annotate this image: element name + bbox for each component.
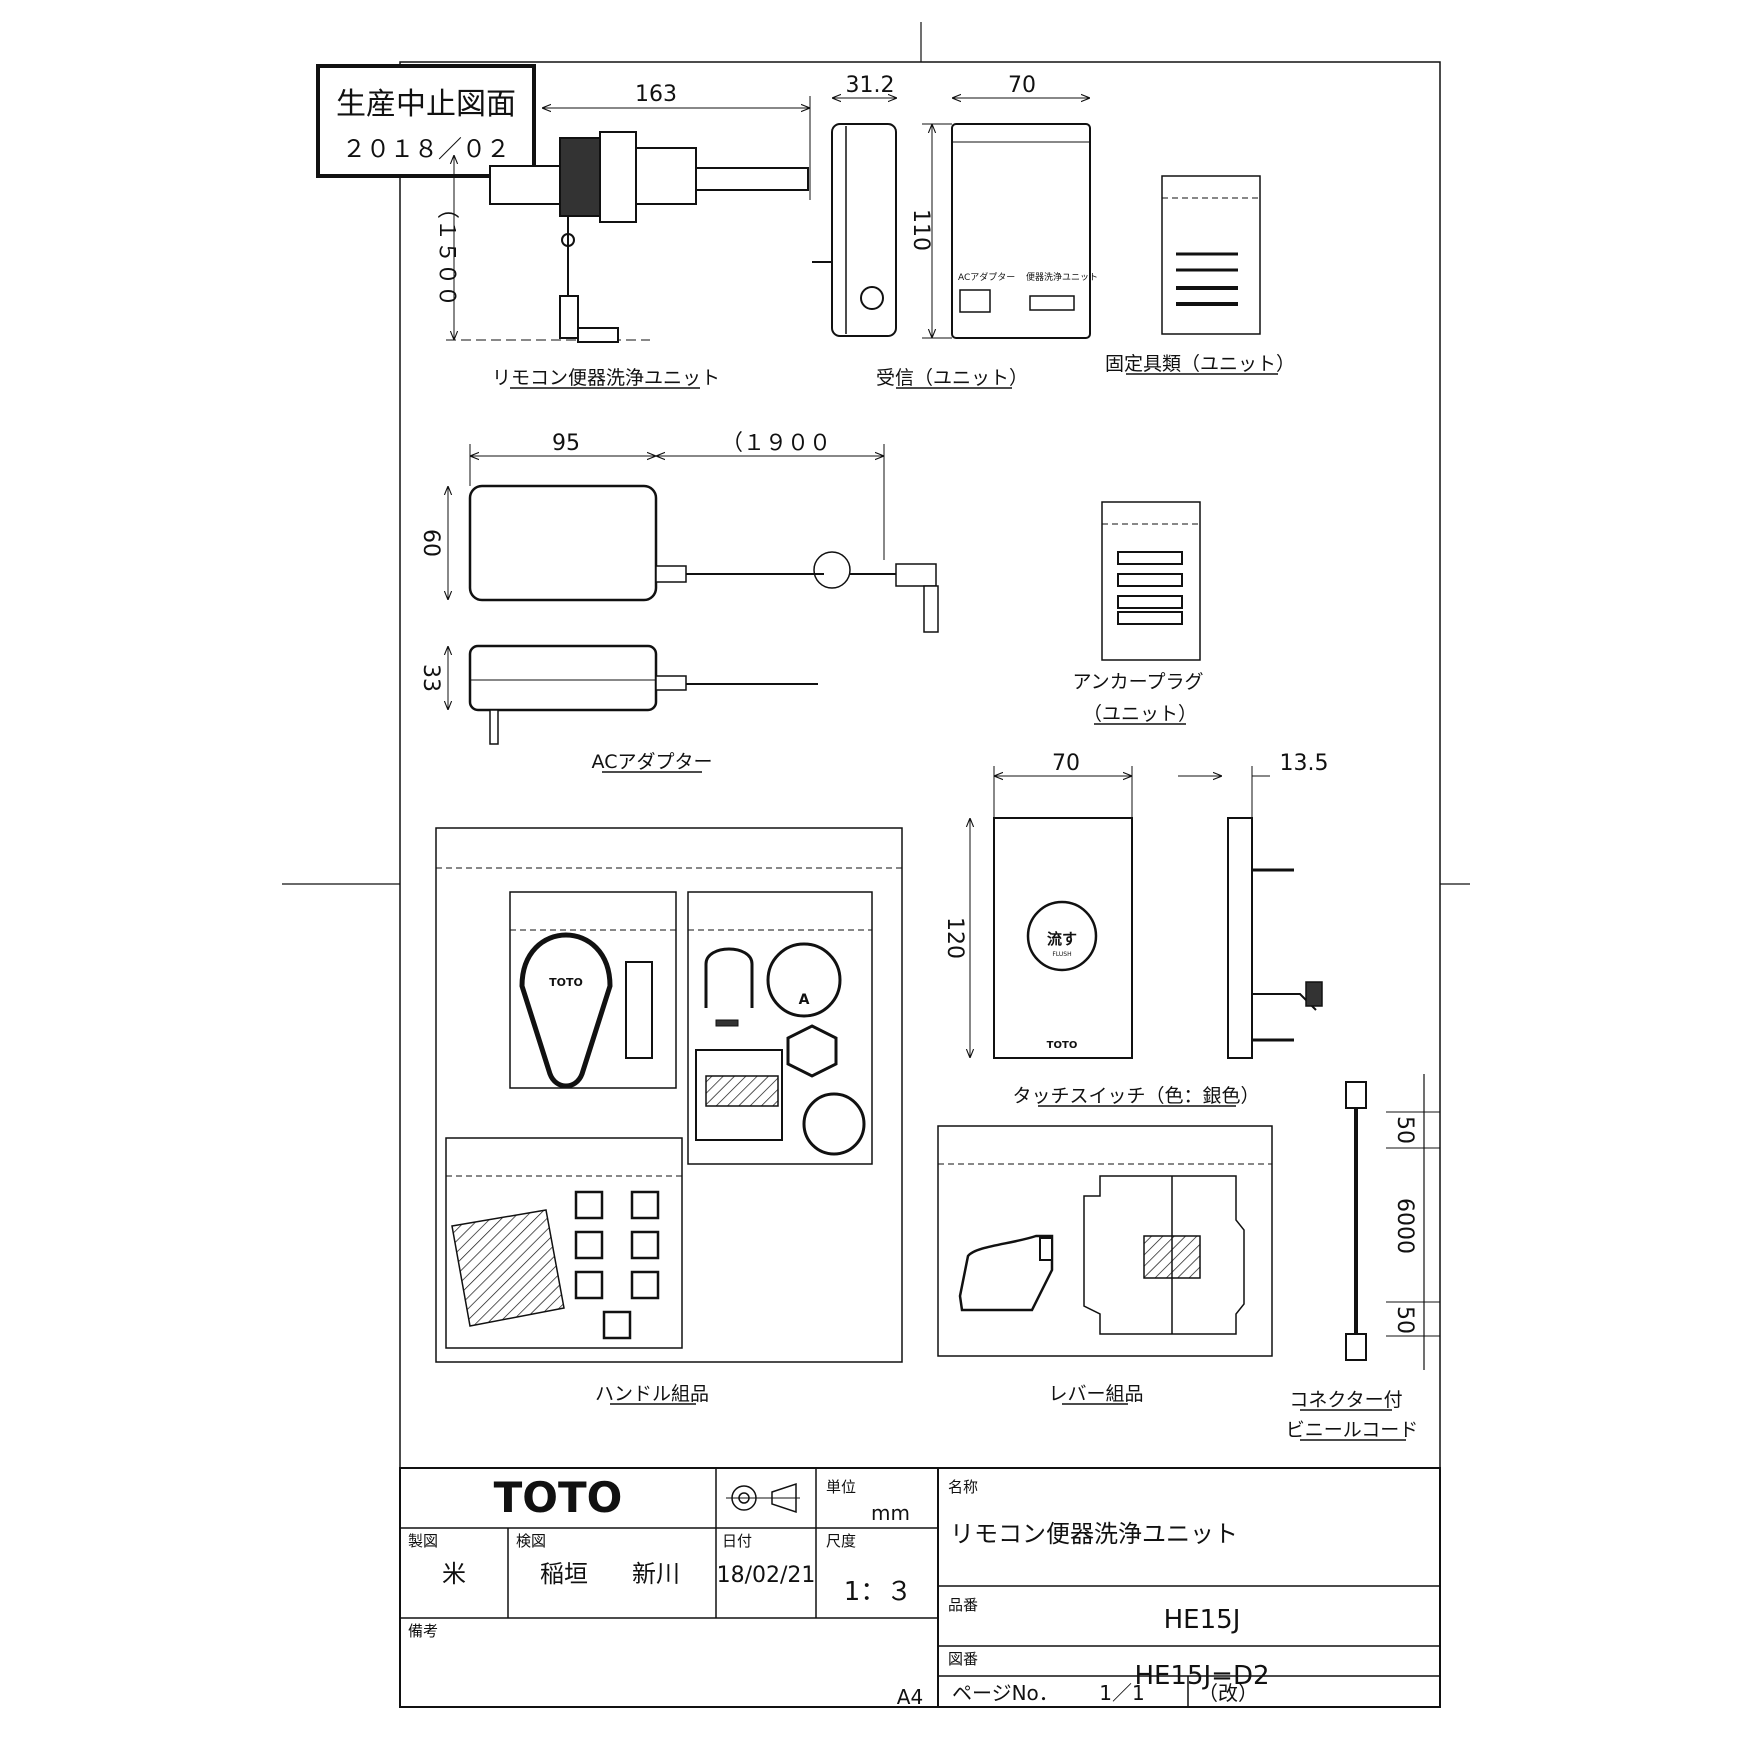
ac-adapter-drawing: 95 （１９００ 60 33 ACアダプター <box>418 431 939 773</box>
anchor-plug-bag-drawing: アンカープラグ （ユニット） <box>1072 501 1204 725</box>
valve-marker: A <box>799 992 810 1008</box>
label-ac-adapter: ACアダプター <box>592 751 713 773</box>
receiver-marking-ac: ACアダプター <box>958 271 1015 283</box>
discontinued-stamp: 生産中止図面 ２０１８／０２ <box>316 64 536 178</box>
stamp-title: 生産中止図面 <box>336 87 516 122</box>
dim-adapter-width: 95 <box>552 431 580 456</box>
dim-receiver-width: 70 <box>1008 73 1036 98</box>
switch-flush-en-label: FLUSH <box>1052 951 1071 958</box>
dim-remote-length: 163 <box>635 82 677 107</box>
remarks-label: 備考 <box>408 1622 438 1640</box>
switch-flush-label: 流す <box>1047 930 1077 948</box>
drafted-value: 米 <box>442 1560 466 1588</box>
part-no-label: 品番 <box>948 1596 978 1614</box>
date-label: 日付 <box>722 1532 752 1550</box>
dim-receiver-depth: 31.2 <box>846 73 895 98</box>
page-value: 1／1 <box>1099 1681 1144 1705</box>
brand-logo: TOTO <box>494 1473 623 1522</box>
dim-adapter-cord: （１９００ <box>721 431 831 456</box>
receiver-marking-unit: 便器洗浄ユニット <box>1026 271 1098 283</box>
dim-adapter-height: 60 <box>418 529 443 557</box>
label-cord-1: コネクター付 <box>1289 1389 1402 1411</box>
paper-size: A4 <box>897 1685 923 1709</box>
checked-value-1: 稲垣 <box>540 1560 588 1588</box>
label-anchor-plug-1: アンカープラグ <box>1072 671 1203 693</box>
label-touch-switch: タッチスイッチ（色：銀色） <box>1012 1085 1259 1107</box>
page-label: ページNo． <box>952 1681 1059 1705</box>
dim-switch-width: 70 <box>1052 751 1080 776</box>
touch-switch-drawing: 70 120 流す FLUSH TOTO 13.5 タッチスイッチ（色：銀色） <box>942 751 1328 1107</box>
scale-value: 1：３ <box>844 1577 913 1607</box>
unit-label: 単位 <box>826 1478 856 1496</box>
lever-assembly-drawing: レバー組品 <box>937 1125 1273 1405</box>
handle-assembly-drawing: TOTO A ハンドル組品 <box>435 827 903 1405</box>
part-no-value: HE15J <box>1164 1605 1241 1635</box>
label-handle-assembly: ハンドル組品 <box>595 1383 709 1405</box>
checked-label: 検図 <box>516 1532 546 1550</box>
dim-cord-length: 6000 <box>1392 1198 1417 1254</box>
switch-brand: TOTO <box>1047 1040 1078 1051</box>
revision: （改） <box>1198 1681 1258 1705</box>
date-value: 18/02/21 <box>717 1563 816 1588</box>
fixtures-bag-drawing: 固定具類（ユニット） <box>1105 175 1295 375</box>
checked-value-2: 新川 <box>632 1560 680 1588</box>
dim-cord-end-b: 50 <box>1392 1306 1417 1334</box>
name-label: 名称 <box>948 1478 978 1496</box>
label-cord-2: ビニールコード <box>1286 1419 1419 1441</box>
dim-cord-end-a: 50 <box>1392 1116 1417 1144</box>
drawing-no-label: 図番 <box>948 1650 978 1668</box>
title-block: TOTO 単位 mm 製図 米 検図 稲垣 新川 日付 18/02/21 尺度 … <box>399 1467 1441 1709</box>
label-receiver: 受信（ユニット） <box>876 367 1028 389</box>
remote-flush-unit-drawing: 163 （１５００ リモコン便器洗浄ユニット <box>434 82 811 389</box>
label-anchor-plug-2: （ユニット） <box>1083 703 1197 725</box>
scale-label: 尺度 <box>826 1532 856 1550</box>
unit-value: mm <box>871 1501 910 1525</box>
drawing-no-value: HE15J=D2 <box>1134 1661 1269 1691</box>
connector-cord-drawing: 50 6000 50 コネクター付 ビニールコード <box>1286 1074 1440 1441</box>
dim-receiver-height: 110 <box>908 209 933 251</box>
label-remote-unit: リモコン便器洗浄ユニット <box>492 367 720 389</box>
name-value: リモコン便器洗浄ユニット <box>950 1520 1238 1548</box>
stamp-date: ２０１８／０２ <box>342 135 510 163</box>
dim-adapter-depth: 33 <box>418 664 443 692</box>
handle-brand: TOTO <box>549 976 583 989</box>
dim-remote-cord: （１５００ <box>434 197 459 307</box>
label-lever-assembly: レバー組品 <box>1048 1383 1143 1405</box>
label-fixtures: 固定具類（ユニット） <box>1105 353 1295 375</box>
projection-symbol-icon <box>726 1482 800 1514</box>
dim-switch-height: 120 <box>942 917 967 959</box>
receiver-unit-drawing: 31.2 70 110 ACアダプター 便器洗浄ユニット 受信（ユニット） <box>812 73 1098 389</box>
drafted-label: 製図 <box>408 1532 438 1550</box>
dim-switch-depth: 13.5 <box>1280 751 1329 776</box>
